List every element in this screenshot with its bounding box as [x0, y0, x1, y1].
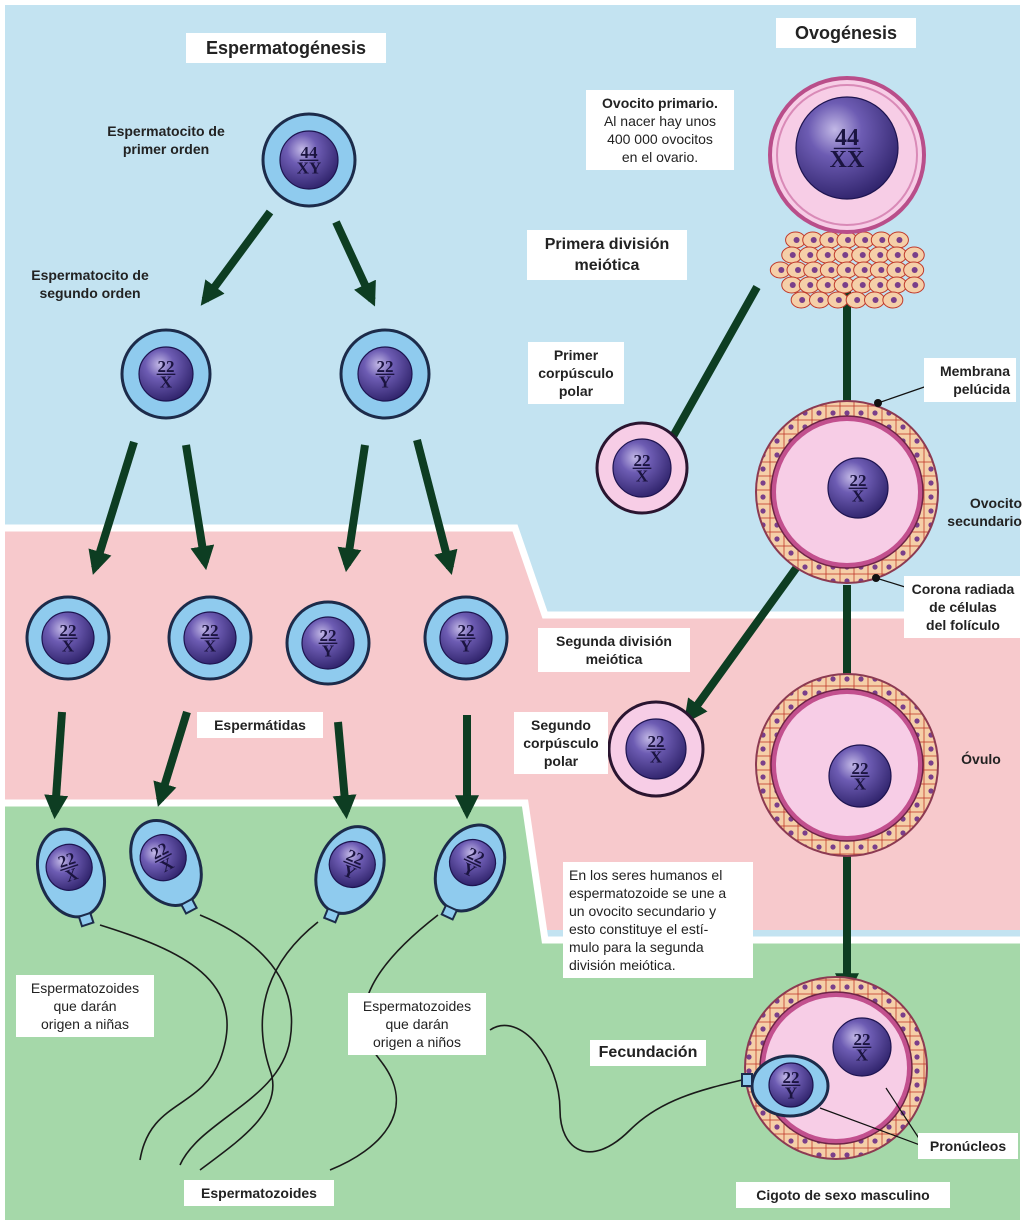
nucleus-sex-chromosomes: X — [204, 637, 217, 656]
label-second-polar-body-line-3: polar — [520, 752, 602, 770]
label-oocyte-primary-line-4: en el ovario. — [592, 148, 728, 166]
label-sperm-boys: Espermatozoides que darán origen a niños — [348, 993, 486, 1055]
label-first-polar-body-line-3: polar — [534, 382, 618, 400]
label-oocyte-primary-line-3: 400 000 ovocitos — [592, 130, 728, 148]
label-oocyte-secondary: Ovocito secundario — [936, 490, 1022, 534]
label-second-polar-body-line-1: Segundo — [520, 716, 602, 734]
label-spermatids: Espermátidas — [197, 712, 323, 738]
label-spermatocyte-2-line-2: segundo orden — [16, 284, 164, 302]
label-sperm-boys-line-1: Espermatozoides — [354, 997, 480, 1015]
label-first-polar-body-line-2: corpúsculo — [534, 364, 618, 382]
label-zona-pellucida-line-1: Membrana — [930, 362, 1010, 380]
label-zona-pellucida: Membrana pelúcida — [924, 358, 1016, 402]
label-first-polar-body: Primer corpúsculo polar — [528, 342, 624, 404]
label-fertilization-note-line-6: división meiótica. — [569, 956, 747, 974]
sperm-line-cell: 22X — [169, 597, 251, 679]
label-oocyte-primary-line-2: Al nacer hay unos — [592, 112, 728, 130]
nucleus-sex-chromosomes: X — [636, 467, 649, 486]
label-first-polar-body-line-1: Primer — [534, 346, 618, 364]
label-fertilization-note-line-3: un ovocito secundario y — [569, 902, 747, 920]
label-second-polar-body: Segundo corpúsculo polar — [514, 712, 608, 774]
label-first-meiotic-division: Primera división meiótica — [527, 230, 687, 280]
label-sperm-girls-line-1: Espermatozoides — [22, 979, 148, 997]
label-spermatozoa: Espermatozoides — [184, 1180, 334, 1206]
sperm-line-cell: 22Y — [287, 602, 369, 684]
title-oogenesis: Ovogénesis — [776, 18, 916, 48]
label-fertilization: Fecundación — [590, 1040, 706, 1066]
label-spermatocyte-2: Espermatocito de segundo orden — [10, 262, 170, 306]
polar-body-cell: 22X — [609, 702, 703, 796]
label-spermatocyte-1-line-1: Espermatocito de — [92, 122, 240, 140]
label-fertilization-note-line-5: mulo para la segunda — [569, 938, 747, 956]
label-oocyte-secondary-line-1: Ovocito — [942, 494, 1022, 512]
label-second-meiotic-division-line-2: meiótica — [544, 650, 684, 668]
nucleus-sex-chromosomes: XX — [830, 147, 865, 173]
nucleus-sex-chromosomes: X — [160, 373, 173, 392]
nucleus-sex-chromosomes: X — [852, 487, 865, 506]
sperm-line-cell: 22Y — [425, 597, 507, 679]
polar-body-cell: 22X — [597, 423, 687, 513]
sperm-line-cell: 22Y — [341, 330, 429, 418]
ovum-cell: 22X — [756, 674, 938, 856]
label-oocyte-primary-line-1: Ovocito primario. — [592, 94, 728, 112]
label-oocyte-primary: Ovocito primario. Al nacer hay unos 400 … — [586, 90, 734, 170]
label-zona-pellucida-line-2: pelúcida — [930, 380, 1010, 398]
label-corona-radiata-line-3: del folículo — [906, 616, 1020, 634]
pointer-dot-corona — [872, 574, 880, 582]
label-fertilization-note: En los seres humanos el espermatozoide s… — [563, 862, 753, 978]
label-oocyte-secondary-line-2: secundario — [942, 512, 1022, 530]
label-second-meiotic-division: Segunda división meiótica — [538, 628, 690, 672]
label-fertilization-note-line-1: En los seres humanos el — [569, 866, 747, 884]
label-corona-radiata: Corona radiada de células del folículo — [904, 576, 1020, 638]
primary-oocyte: 44XX — [770, 78, 924, 308]
label-corona-radiata-line-2: de células — [906, 598, 1020, 616]
nucleus-sex-chromosomes: X — [854, 775, 867, 794]
label-second-polar-body-line-2: corpúsculo — [520, 734, 602, 752]
label-spermatocyte-2-line-1: Espermatocito de — [16, 266, 164, 284]
label-spermatocyte-1: Espermatocito de primer orden — [86, 118, 246, 162]
label-zygote: Cigoto de sexo masculino — [736, 1182, 950, 1208]
label-second-meiotic-division-line-1: Segunda división — [544, 632, 684, 650]
nucleus-sex-chromosomes: Y — [379, 373, 391, 392]
nucleus-sex-chromosomes: X — [62, 637, 75, 656]
nucleus-sex-chromosomes: XY — [297, 159, 322, 178]
nucleus-sex-chromosomes: X — [856, 1046, 869, 1065]
sperm-line-cell: 22X — [122, 330, 210, 418]
pointer-dot-zona — [874, 399, 882, 407]
nucleus-sex-chromosomes: X — [650, 748, 663, 767]
label-pronuclei: Pronúcleos — [918, 1133, 1018, 1159]
nucleus-sex-chromosomes: Y — [322, 642, 334, 661]
nucleus-sex-chromosomes: Y — [460, 637, 472, 656]
label-first-meiotic-division-line-1: Primera división — [533, 234, 681, 255]
label-corona-radiata-line-1: Corona radiada — [906, 580, 1020, 598]
sperm-line-cell: 22X — [27, 597, 109, 679]
label-sperm-girls-line-2: que darán — [22, 997, 148, 1015]
title-spermatogenesis: Espermatogénesis — [186, 33, 386, 63]
label-fertilization-note-line-2: espermatozoide se une a — [569, 884, 747, 902]
secondary-oocyte: 22X — [756, 401, 938, 583]
label-fertilization-note-line-4: esto constituye el estí- — [569, 920, 747, 938]
label-sperm-boys-line-2: que darán — [354, 1015, 480, 1033]
label-first-meiotic-division-line-2: meiótica — [533, 255, 681, 276]
label-ovum: Óvulo — [950, 746, 1012, 772]
nucleus-sex-chromosomes: Y — [785, 1084, 797, 1103]
label-spermatocyte-1-line-2: primer orden — [92, 140, 240, 158]
label-sperm-boys-line-3: origen a niños — [354, 1033, 480, 1051]
label-sperm-girls-line-3: origen a niñas — [22, 1015, 148, 1033]
label-sperm-girls: Espermatozoides que darán origen a niñas — [16, 975, 154, 1037]
